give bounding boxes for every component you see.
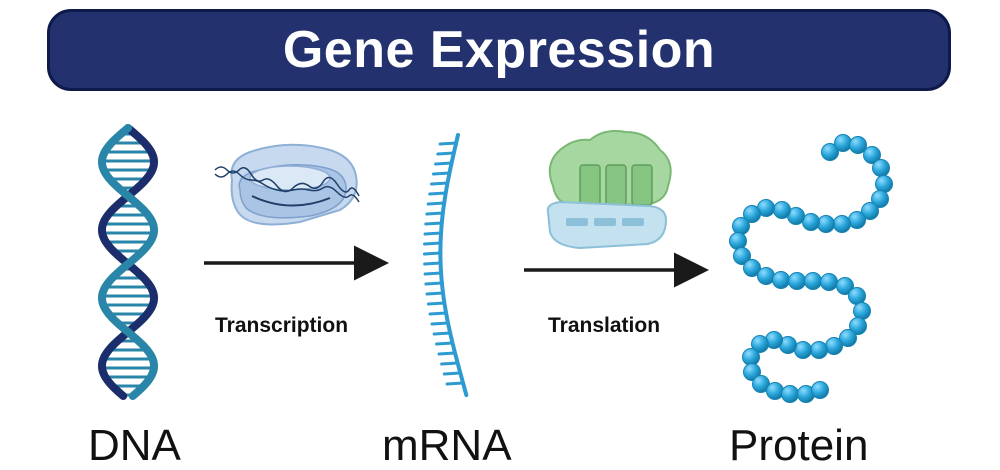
translation-label: Translation	[548, 314, 661, 337]
mrna-label: mRNA	[382, 421, 512, 470]
diagram-title: Gene Expression	[282, 21, 716, 79]
dna-label: DNA	[88, 421, 181, 470]
transcription-label: Transcription	[215, 314, 349, 337]
title-banner: Gene Expression	[47, 9, 951, 91]
protein-chain-icon	[729, 134, 893, 403]
gene-expression-diagram	[97, 124, 893, 403]
protein-label: Protein	[729, 421, 869, 470]
dna-helix-icon	[97, 124, 159, 400]
ribosome-icon	[546, 130, 672, 250]
mrna-strand-icon	[422, 133, 469, 397]
rna-polymerase-icon	[214, 143, 360, 226]
